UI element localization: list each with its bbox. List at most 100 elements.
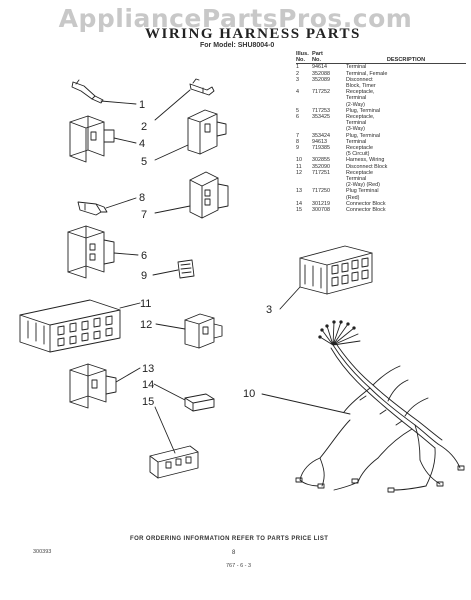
terminal-part-1 [71,79,104,104]
table-row: 6 353425 Receptacle, [296,114,466,120]
table-row: (2-Way) (Red) [296,182,466,188]
header-part-top: Part [312,51,323,57]
description-cell: Disconnect Block [346,163,388,170]
part-no-cell: 353425 [312,114,330,121]
wiring-harness-part-10 [295,320,465,493]
description-cell: Terminal [346,120,367,127]
illus-no-cell: 1 [296,64,299,71]
page-number: 8 [232,550,236,556]
description-cell: Terminal [346,138,367,145]
table-row: 5 717253 Plug, Terminal [296,108,466,114]
description-cell: Terminal [346,176,367,183]
receptacle-part-12 [184,313,223,349]
illus-no-cell: 14 [296,200,302,207]
illus-no-cell: 3 [296,76,299,83]
part-no-cell: 352090 [312,163,330,170]
illus-no-cell: 5 [296,107,299,114]
callout-1: 1 [139,99,145,111]
header-illus-top: Illus. [296,51,309,57]
terminal-female-part-2 [189,78,215,96]
description-cell: Connector Block [346,207,386,214]
plug-terminal-part-5 [187,109,227,155]
table-row: 11 352090 Disconnect Block [296,164,466,170]
description-cell: Block, Timer [346,83,376,90]
illus-no-cell: 6 [296,114,299,121]
callout-13: 13 [142,363,154,375]
description-cell: (2-Way) (Red) [346,182,380,189]
disconnect-block-part-3 [299,245,373,295]
description-cell: Receptacle, [346,114,375,121]
callout-10: 10 [243,388,255,400]
callout-4: 4 [139,138,145,150]
header-description: DESCRIPTION [346,57,466,65]
description-cell: Plug, Terminal [346,107,381,114]
part-no-cell: 719385 [312,145,330,152]
table-row: 2 352088 Terminal, Female [296,71,466,77]
table-row: (5 Circuit) [296,151,466,157]
callout-12: 12 [140,319,152,331]
description-cell: Terminal [346,95,367,102]
page-mark: 767 - 6 - 3 [226,563,252,569]
model-line: For Model: SHU8004-0 [200,42,275,49]
description-cell: Terminal [346,64,367,71]
description-cell: (3-Way) [346,126,365,133]
illus-no-cell: 10 [296,157,302,164]
callout-11: 11 [140,298,151,310]
illus-no-cell: 12 [296,169,302,176]
description-cell: (2-Way) [346,101,365,108]
table-row: (2-Way) [296,102,466,108]
description-cell: (Red) [346,194,360,201]
callout-9: 9 [141,270,147,282]
illus-no-cell: 4 [296,89,299,96]
description-cell: (5 Circuit) [346,151,370,158]
part-no-cell: 717250 [312,188,330,195]
description-cell: Receptacle, [346,89,375,96]
terminal-part-8 [77,201,108,216]
part-no-cell: 352088 [312,70,330,77]
part-no-cell: 717252 [312,89,330,96]
illus-no-cell: 7 [296,132,299,139]
table-row: (Red) [296,195,466,201]
ordering-note: FOR ORDERING INFORMATION REFER TO PARTS … [130,536,329,542]
table-row: Terminal [296,176,466,182]
callout-14: 14 [142,379,154,391]
document-code: 300393 [33,549,52,555]
receptacle-part-4 [69,115,115,163]
illus-no-cell: 2 [296,70,299,77]
part-no-cell: 302855 [312,157,330,164]
header-part-no: No. [312,57,346,65]
table-row: 4 717252 Receptacle, [296,89,466,95]
header-illus-no: No. [296,57,312,65]
description-cell: Receptacle [346,169,373,176]
illus-no-cell: 9 [296,145,299,152]
connector-block-part-14 [184,393,215,412]
receptacle-part-9 [177,259,195,279]
description-cell: Plug Terminal [346,188,379,195]
table-row: (3-Way) [296,126,466,132]
illus-no-cell: 15 [296,207,302,214]
illus-no-cell: 11 [296,163,302,170]
plug-terminal-part-13 [69,363,117,409]
table-row: Terminal [296,120,466,126]
connector-block-part-15 [149,445,199,479]
receptacle-part-6 [67,225,115,279]
callout-7: 7 [141,209,147,221]
table-row: Block, Timer [296,83,466,89]
description-cell: Connector Block [346,200,386,207]
description-cell: Plug, Terminal [346,132,381,139]
part-no-cell: 301219 [312,200,330,207]
part-no-cell: 717253 [312,107,330,114]
description-cell: Terminal, Female [346,70,388,77]
